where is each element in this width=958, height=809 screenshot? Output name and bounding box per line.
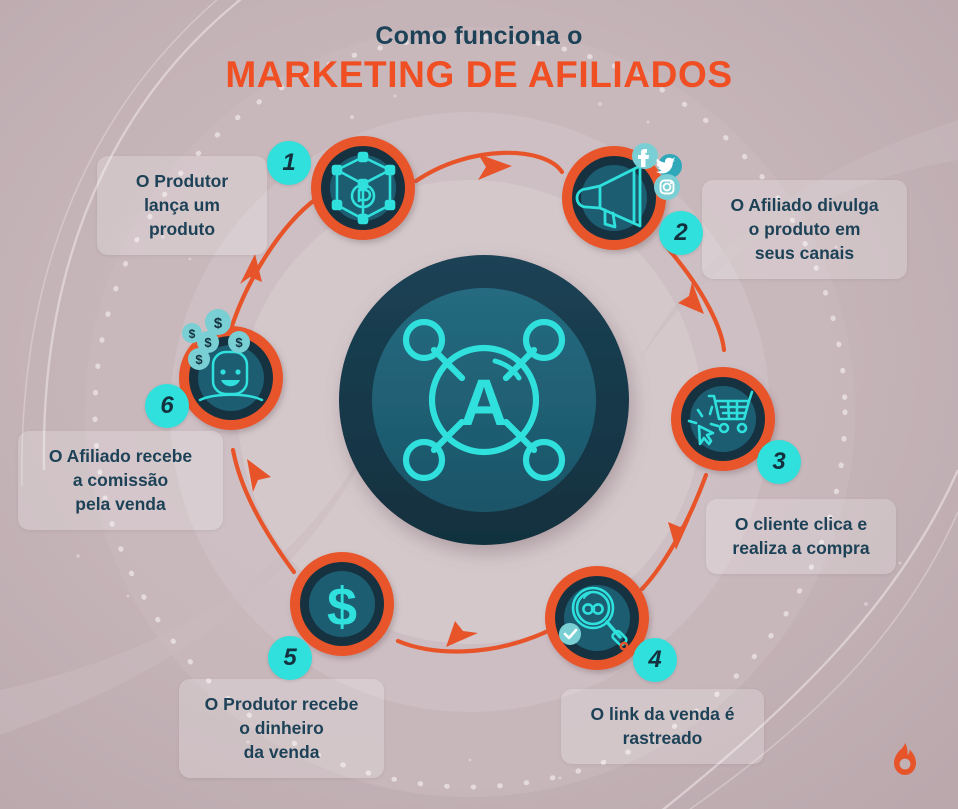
instagram-icon[interactable] — [654, 174, 680, 200]
step-5-badge: 5 — [268, 636, 312, 680]
facebook-icon[interactable] — [632, 143, 658, 169]
dollar-coin-icon: $ — [205, 309, 231, 335]
megaphone-icon — [575, 164, 642, 229]
svg-text:$: $ — [195, 352, 203, 367]
twitter-icon[interactable] — [656, 154, 682, 178]
step-6-badge: 6 — [145, 384, 189, 428]
svg-text:$: $ — [235, 335, 243, 350]
title-subtitle: Como funciona o — [375, 22, 583, 50]
step-3-badge: 3 — [757, 440, 801, 484]
dollar-coin-icon: $ — [197, 331, 219, 353]
step-5-icon-circle[interactable] — [290, 552, 394, 656]
step-1-badge: 1 — [267, 141, 311, 185]
dollar-coin-icon: $ — [228, 331, 250, 353]
dollar-sign-icon: $ — [327, 577, 357, 637]
svg-text:$: $ — [214, 315, 223, 332]
product-cube-icon — [331, 151, 396, 225]
happy-person-coins-icon — [198, 350, 264, 402]
svg-text:$: $ — [189, 327, 196, 341]
check-badge-icon — [559, 623, 581, 645]
page-title: Como funciona o MARKETING DE AFILIADOS — [0, 22, 958, 96]
affiliate-network-icon — [402, 318, 566, 482]
hotmart-flame-logo[interactable] — [890, 742, 920, 781]
center-letter: A — [460, 365, 508, 439]
title-main: MARKETING DE AFILIADOS — [225, 53, 733, 95]
svg-text:$: $ — [204, 335, 212, 350]
dollar-coin-icon: $ — [182, 323, 202, 343]
shopping-cart-click-icon — [687, 390, 754, 446]
tracked-link-magnifier-icon — [571, 586, 629, 651]
step-4-badge: 4 — [633, 638, 677, 682]
dollar-coin-icon: $ — [188, 348, 210, 370]
step-2-badge: 2 — [659, 211, 703, 255]
